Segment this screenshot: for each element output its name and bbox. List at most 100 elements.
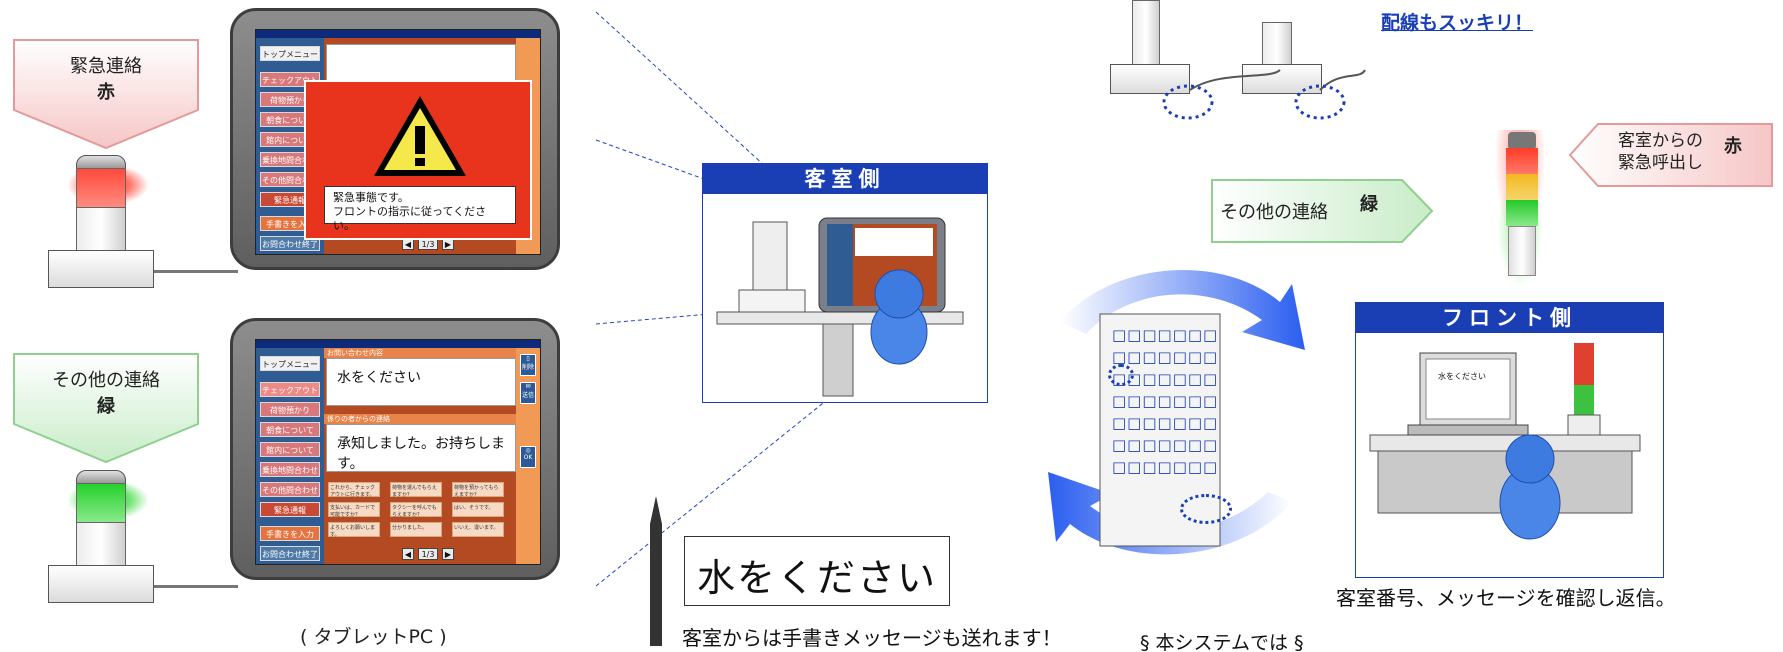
menu-item-breakfast[interactable]: 朝食について (260, 422, 320, 437)
tower-green (1506, 200, 1538, 226)
tower-cap (1508, 132, 1536, 150)
quick-reply[interactable]: 荷物を預かってもらえますか？ (452, 482, 504, 498)
main-area: お問い合わせ内容 水をください 係りの者からの連絡 承知しました。お持ちします。… (324, 348, 540, 564)
front-other-label: その他の連絡 (1220, 202, 1328, 223)
callout-shape (13, 353, 199, 464)
quick-reply[interactable]: はい、そうです。 (452, 502, 504, 517)
title-bar (256, 30, 540, 38)
tablet-caption: ( タブレットPC ) (300, 626, 447, 648)
send-label: 送信 (521, 392, 534, 399)
handwriting-text: 水をください (696, 556, 937, 600)
system-note: § 本システムでは § (1140, 632, 1304, 652)
tower-red (1506, 148, 1538, 174)
handwrite-button[interactable]: 手書きを入力 (260, 526, 320, 541)
callout-shape (1211, 179, 1434, 243)
quick-reply[interactable]: タクシーを呼んでもらえますか？ (390, 502, 442, 518)
guest-room-illustration (716, 217, 964, 397)
quick-reply[interactable]: これから、チェックアウトに行きます。 (328, 482, 380, 498)
send-icon[interactable]: ✉送信 (520, 382, 536, 404)
warning-icon (374, 96, 466, 176)
green-char: 緑 (1360, 194, 1378, 215)
ok-label: OK (523, 454, 533, 461)
tablet-screen: トップメニュー チェックアウト 荷物預かり 朝食について 館内について 乗換地問… (255, 339, 541, 565)
guest-emergency-callout: 客室からの 緊急呼出し 赤 (1568, 122, 1774, 188)
front-other-callout: その他の連絡 緑 (1210, 178, 1434, 244)
emergency-alert-dialog: 緊急事態です。 フロントの指示に従ってください。 (304, 80, 532, 240)
inquiry-header: お問い合わせ内容 (324, 348, 518, 358)
callout-shape (13, 39, 199, 150)
beacon-base (48, 250, 154, 288)
ok-icon[interactable]: ◎OK (520, 446, 536, 468)
beacon-light (76, 483, 126, 523)
emergency-callout: 緊急連絡 赤 (12, 38, 200, 150)
red-char: 赤 (1724, 136, 1742, 157)
alert-line-2: フロントの指示に従ってください。 (333, 205, 487, 232)
beacon-body (76, 522, 126, 566)
front-screen-text: 水をください (1438, 372, 1486, 381)
menu-item-other[interactable]: その他問合わせ (260, 482, 320, 497)
tower-yellow (1506, 174, 1538, 200)
menu-item-checkout[interactable]: チェックアウト (260, 382, 320, 397)
red-char: 赤 (97, 82, 115, 103)
tower-pole (1508, 226, 1536, 276)
handwriting-box: 水をください (684, 536, 950, 606)
guest-room-panel: 客室側 (702, 163, 988, 403)
front-desk-illustration (1369, 343, 1641, 540)
menu-item-transfer[interactable]: 乗換地問合わせ (260, 462, 320, 477)
reply-text: 承知しました。お持ちします。 (326, 424, 516, 472)
quick-reply[interactable]: 分かりました。 (390, 522, 442, 537)
pager: ◀ 1/3 ▶ (400, 548, 456, 560)
menu-item-luggage[interactable]: 荷物預かり (260, 402, 320, 417)
device-base (1110, 64, 1190, 94)
guest-emergency-line1: 客室からの (1618, 131, 1703, 151)
page-indicator: 1/3 (418, 548, 438, 560)
front-panel-title: フロント側 (1356, 303, 1663, 333)
usb-cables (1162, 69, 1366, 120)
quick-reply[interactable]: いいえ、違います。 (452, 522, 504, 537)
front-desk-panel: フロント側 水をください (1355, 302, 1664, 578)
menu-top-button[interactable]: トップメニュー (260, 46, 320, 61)
device-base (1242, 64, 1322, 94)
wiring-note: 配線もスッキリ！ (1381, 12, 1534, 34)
arrow-to-front (1060, 269, 1305, 350)
room-marker (1108, 364, 1134, 386)
menu-item-facility[interactable]: 館内について (260, 442, 320, 457)
quick-reply[interactable]: よろしくお願いします。 (328, 522, 380, 538)
sidebar: トップメニュー チェックアウト 荷物預かり 朝食について 館内について 乗換地問… (256, 348, 324, 564)
menu-top-button[interactable]: トップメニュー (260, 356, 320, 371)
delete-label: 削除 (521, 364, 534, 371)
alert-message: 緊急事態です。 フロントの指示に従ってください。 (324, 186, 516, 232)
tablet-alert: トップメニュー チェックアウト 荷物預かり 朝食について 館内について 乗換地問… (230, 8, 560, 270)
other-contact-callout: その他の連絡 緑 (12, 352, 200, 464)
front-caption: 客室番号、メッセージを確認し返信。 (1336, 586, 1676, 610)
inquiry-text[interactable]: 水をください (326, 358, 516, 406)
front-marker (1180, 494, 1232, 524)
cable (154, 585, 238, 588)
device-tower (1132, 0, 1160, 66)
title-bar (256, 340, 540, 348)
quick-reply[interactable]: 支払いは、カードで可能ですか？ (328, 502, 380, 518)
handwriting-caption: 客室からは手書きメッセージも送れます！ (682, 626, 1062, 650)
guest-emergency-line2: 緊急呼出し (1618, 153, 1703, 173)
tablet-chat: トップメニュー チェックアウト 荷物預かり 朝食について 館内について 乗換地問… (230, 318, 560, 580)
reply-header: 係りの者からの連絡 (324, 414, 518, 424)
delete-icon[interactable]: ▯削除 (520, 354, 536, 376)
other-contact-label: その他の連絡 (52, 370, 160, 391)
green-char: 緑 (97, 396, 115, 417)
stylus-icon (650, 496, 662, 646)
room-panel-title: 客室側 (703, 164, 987, 194)
callout-shape (1568, 123, 1773, 187)
guest-emergency-label: 客室からの 緊急呼出し (1618, 130, 1703, 174)
menu-item-emergency[interactable]: 緊急通報 (260, 502, 320, 517)
beacon-base (48, 565, 154, 603)
cable (154, 270, 238, 273)
building-windows: □□□□□□□□□□□□□□□□□□□□□□□□□□□□□□□□□□□□□□□□… (1112, 326, 1219, 476)
prev-page-button[interactable]: ◀ (402, 548, 414, 560)
alert-line-1: 緊急事態です。 (333, 191, 409, 204)
emergency-label: 緊急連絡 (70, 56, 142, 77)
next-page-button[interactable]: ▶ (442, 548, 454, 560)
tablet-screen: トップメニュー チェックアウト 荷物預かり 朝食について 館内について 乗換地問… (255, 29, 541, 255)
quick-reply[interactable]: 荷物を運んでもらえますか？ (390, 482, 442, 498)
action-column: ▯削除 ✉送信 ◎OK (516, 348, 540, 564)
end-inquiry-button[interactable]: お問合わせ終了 (260, 546, 320, 561)
